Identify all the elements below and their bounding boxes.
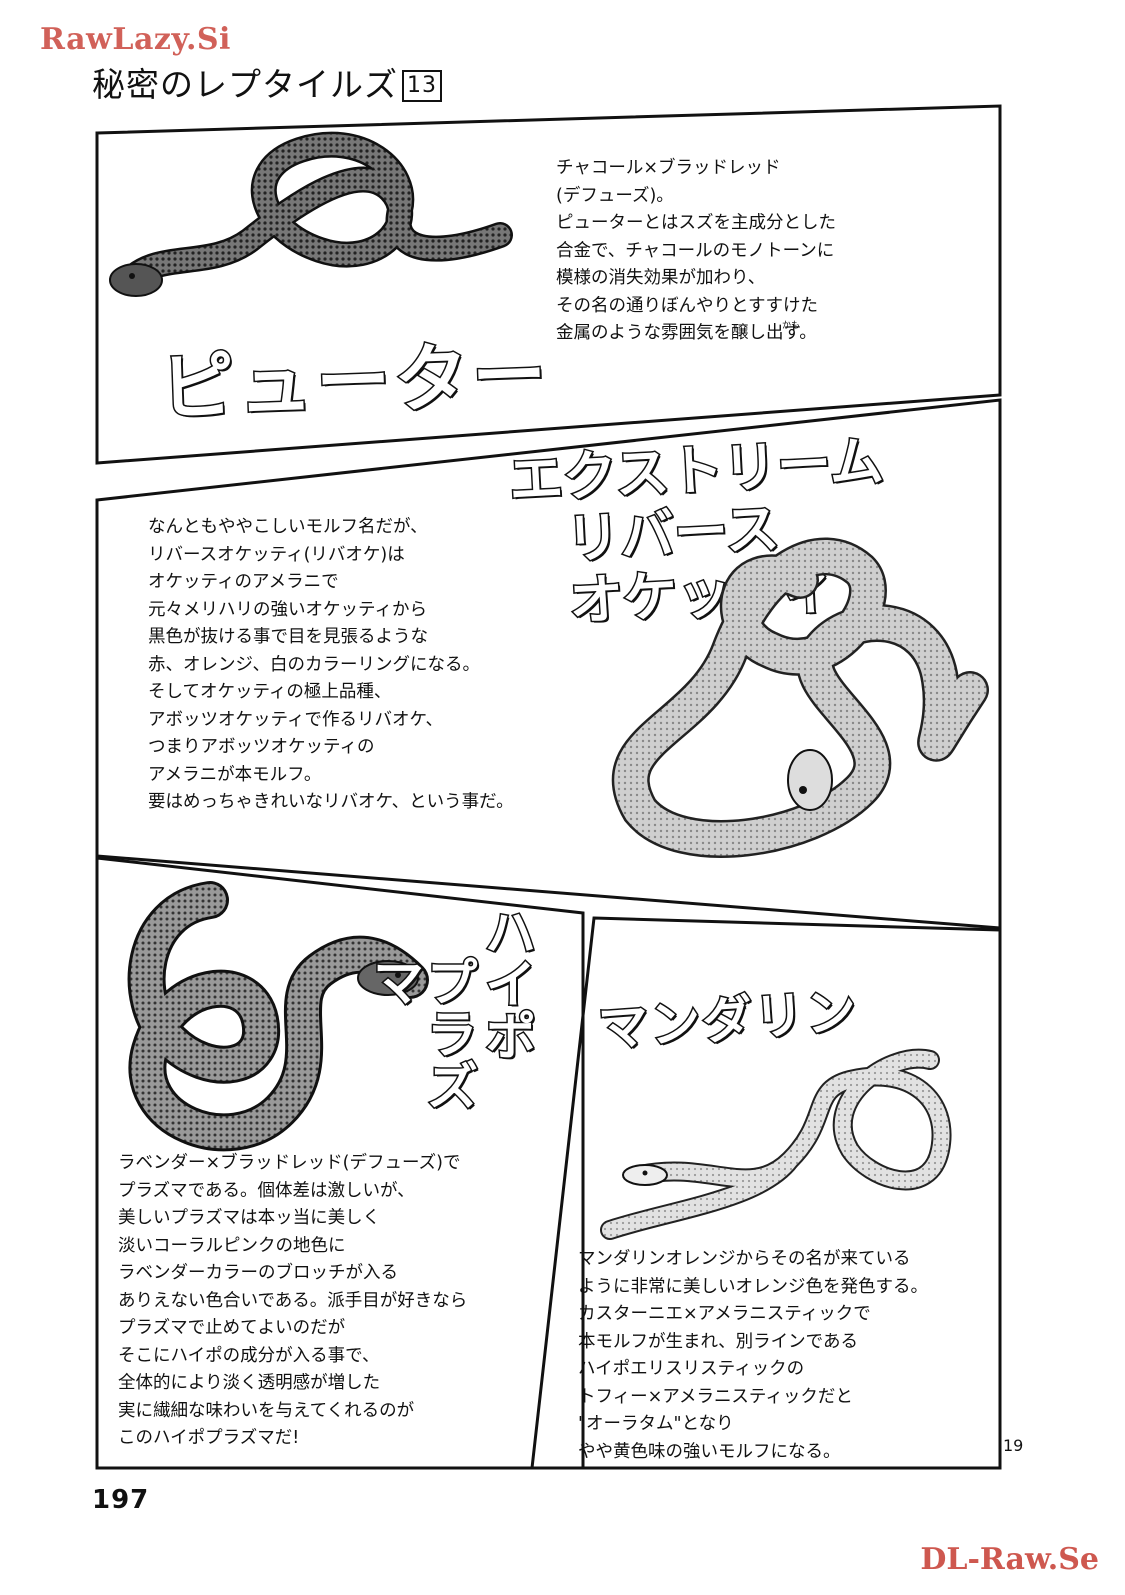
panel-mandarin-border: [530, 916, 1002, 1470]
episode-page-number: 19: [1003, 1436, 1024, 1455]
title-plasma-col: プラズマ: [362, 954, 479, 1113]
panel-extreme-border: [95, 398, 1002, 930]
snake-illustration-hypo-plasma: [127, 881, 429, 1152]
panel-title-pewter: ピューター: [157, 331, 553, 434]
panel-text-mandarin: マンダリンオレンジからその名が来ている ように非常に美しいオレンジ色を発色する。…: [578, 1249, 928, 1462]
ruby-kamo: かも: [782, 321, 801, 331]
panel-pewter-border: [95, 104, 1002, 465]
snake-illustration-mandarin: [600, 1048, 952, 1240]
panel-text-pewter: チャコール×ブラッドレッド (デフューズ)。 ピューターとはスズを主成分とした …: [556, 158, 836, 343]
panel-text-extreme-reverse-okeetee: なんともややこしいモルフ名だが、 リバースオケッティ(リバオケ)は オケッティの…: [148, 517, 514, 812]
watermark-top: RawLazy.Si: [40, 22, 231, 57]
series-title: 秘密のレプタイルズ: [92, 65, 398, 104]
snake-illustration-extreme-reverse-okeetee: [611, 537, 989, 858]
page-number: 197: [92, 1485, 150, 1515]
title-hypo-col: ハイポ: [474, 904, 537, 1063]
snake-illustration-pewter: [109, 131, 513, 297]
panel-text-hypo-plasma: ラベンダー×ブラッドレッド(デフューズ)で プラズマである。個体差は激しいが、 …: [118, 1153, 468, 1448]
volume-number: 13: [402, 70, 442, 102]
watermark-bottom: DL-Raw.Se: [920, 1542, 1099, 1577]
panel-title-hypo-plasma: ハイポ プラズマ: [362, 904, 538, 1145]
